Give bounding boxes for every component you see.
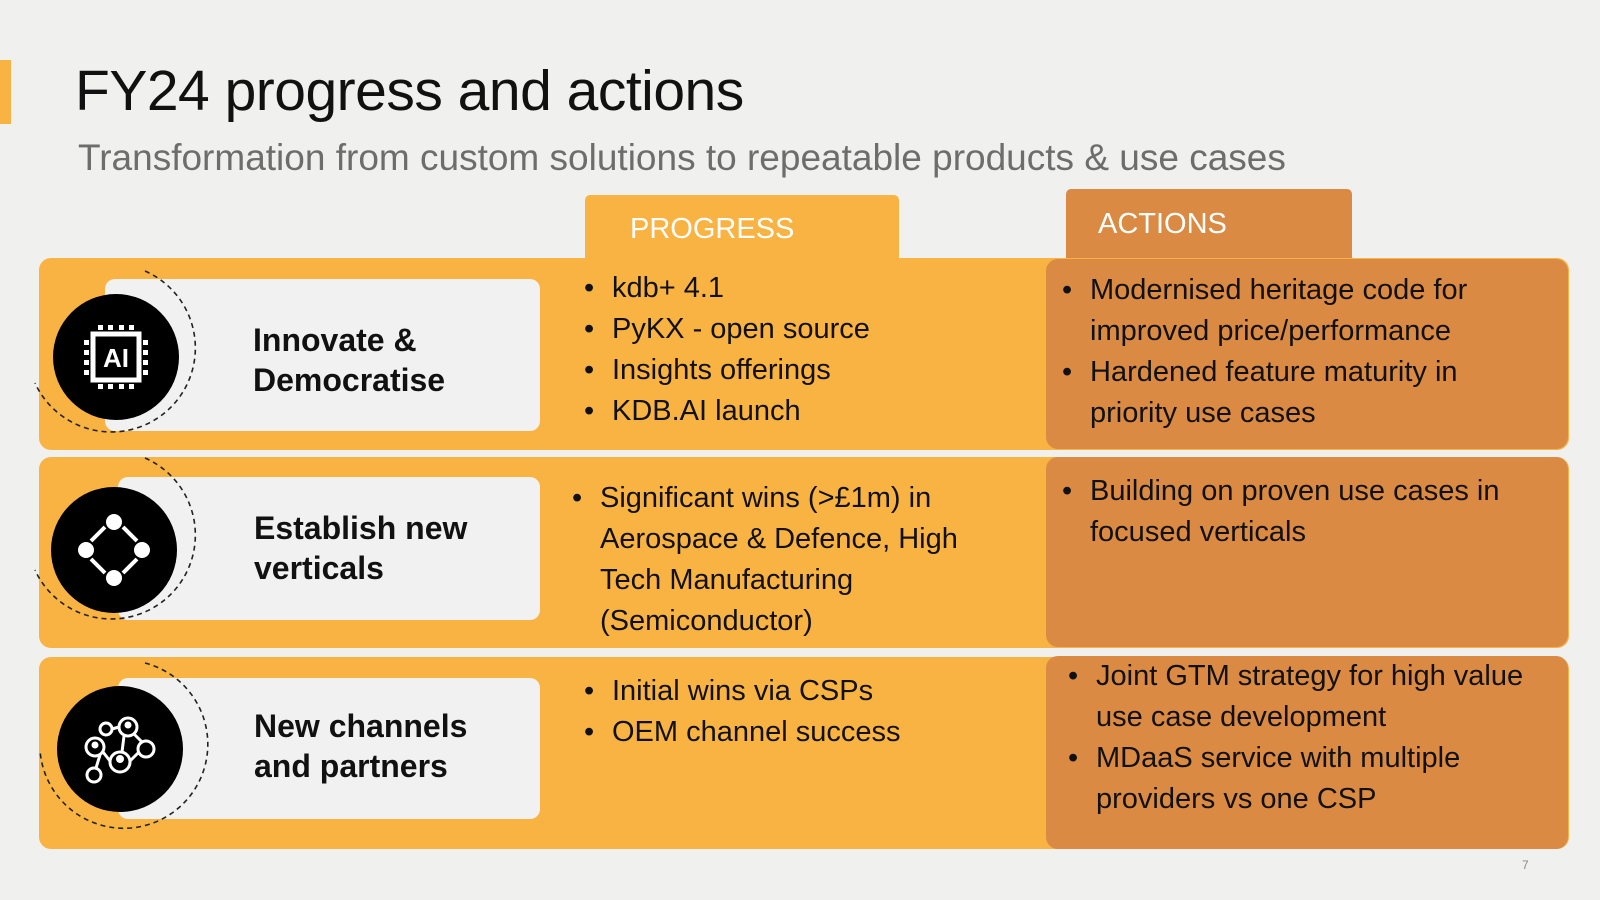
row-label: New channels and partners	[254, 708, 468, 784]
connected-nodes-icon	[51, 487, 177, 613]
action-item: Building on proven use cases in focused …	[1058, 471, 1548, 553]
action-item: MDaaS service with multiple providers vs…	[1064, 738, 1544, 820]
progress-list-innovate: kdb+ 4.1 PyKX - open source Insights off…	[580, 268, 1000, 432]
action-item: Joint GTM strategy for high value use ca…	[1064, 656, 1544, 738]
progress-item: PyKX - open source	[580, 309, 1000, 350]
network-people-icon	[57, 686, 183, 812]
title-accent-bar	[0, 60, 11, 124]
ai-chip-icon: AI	[53, 294, 179, 420]
progress-list-channels: Initial wins via CSPs OEM channel succes…	[580, 671, 1000, 753]
progress-item: Significant wins (>£1m) in Aerospace & D…	[568, 478, 1008, 642]
progress-item: KDB.AI launch	[580, 391, 1000, 432]
progress-item: Insights offerings	[580, 350, 1000, 391]
progress-list-verticals: Significant wins (>£1m) in Aerospace & D…	[568, 478, 1008, 642]
row-label: Innovate & Democratise	[253, 322, 446, 398]
svg-text:AI: AI	[103, 343, 129, 373]
action-item: Modernised heritage code for improved pr…	[1058, 270, 1538, 352]
actions-list-verticals: Building on proven use cases in focused …	[1058, 471, 1548, 553]
progress-item: kdb+ 4.1	[580, 268, 1000, 309]
slide-subtitle: Transformation from custom solutions to …	[78, 137, 1286, 178]
actions-column-header: ACTIONS	[1066, 189, 1352, 267]
slide-title: FY24 progress and actions	[75, 59, 744, 123]
actions-list-channels: Joint GTM strategy for high value use ca…	[1064, 656, 1544, 820]
row-label: Establish new verticals	[254, 510, 468, 586]
action-item: Hardened feature maturity in priority us…	[1058, 352, 1538, 434]
progress-column-header: PROGRESS	[585, 195, 899, 267]
page-number: 7	[1522, 858, 1529, 872]
progress-item: OEM channel success	[580, 712, 1000, 753]
actions-list-innovate: Modernised heritage code for improved pr…	[1058, 270, 1538, 434]
progress-item: Initial wins via CSPs	[580, 671, 1000, 712]
